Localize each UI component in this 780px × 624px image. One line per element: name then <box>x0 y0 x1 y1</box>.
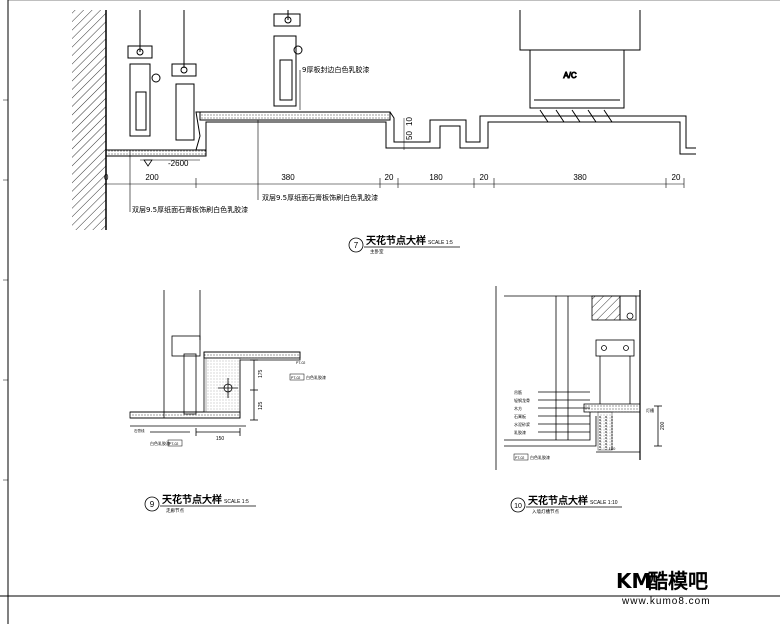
svg-text:灯槽: 灯槽 <box>646 407 654 413</box>
dim-380a: 380 <box>281 173 295 182</box>
svg-text:天花节点大样: 天花节点大样 <box>528 494 588 507</box>
note-3: 双层9.5厚纸面石膏板饰刷白色乳胶漆 <box>132 205 248 214</box>
dim-20c: 20 <box>672 173 681 182</box>
svg-text:PT-02: PT-02 <box>291 376 300 380</box>
detail-10-title: 10 天花节点大样 SCALE 1:10 入墙灯槽节点 <box>510 494 622 515</box>
detail-10: 吊筋 轻钢龙骨 木方 石膏板 水泥砂浆 乳胶漆 200 100 PT-02 白色… <box>495 286 666 515</box>
detail-7: A/C -2600 9厚板封边白色乳胶漆 双层9.5厚纸面石膏板饰刷白色乳胶漆 … <box>72 10 696 255</box>
svg-text:乳胶漆: 乳胶漆 <box>514 429 526 435</box>
zero-mark: 0 <box>104 173 109 182</box>
detail-title: 天花节点大样 <box>366 234 426 247</box>
detail-7-title: 7 天花节点大样 SCALE 1:5 主卧室 <box>348 234 460 255</box>
svg-text:吊筋: 吊筋 <box>514 389 522 395</box>
keel-brackets <box>129 35 303 141</box>
detail-10-labels: 吊筋 轻钢龙骨 木方 石膏板 水泥砂浆 乳胶漆 200 100 PT-02 白色… <box>513 389 666 461</box>
watermark: KM 酷模吧 www.kumo8.com <box>616 569 711 607</box>
ac-label: A/C <box>563 71 577 80</box>
vertical-dimension: 50 10 <box>403 117 414 150</box>
svg-text:轻钢龙骨: 轻钢龙骨 <box>514 397 530 403</box>
dim-380b: 380 <box>573 173 587 182</box>
wall-hatch <box>72 10 106 230</box>
svg-text:白色乳胶漆: 白色乳胶漆 <box>150 440 170 446</box>
dim-200: 200 <box>145 173 159 182</box>
dim-20b: 20 <box>480 173 489 182</box>
svg-text:SCALE 1:5: SCALE 1:5 <box>224 499 249 505</box>
ac-unit: A/C <box>519 10 641 123</box>
svg-text:PT-02: PT-02 <box>169 442 178 446</box>
detail-subtitle: 主卧室 <box>370 248 384 255</box>
elevation-label: -2600 <box>168 159 189 168</box>
svg-text:石膏线: 石膏线 <box>134 428 145 433</box>
svg-text:白色乳胶漆: 白色乳胶漆 <box>530 454 550 460</box>
detail-scale: SCALE 1:5 <box>428 240 453 246</box>
svg-text:白色乳胶漆: 白色乳胶漆 <box>306 374 326 380</box>
svg-text:天花节点大样: 天花节点大样 <box>162 493 222 506</box>
svg-text:150: 150 <box>216 436 225 442</box>
note-leaders <box>129 70 301 212</box>
svg-text:9: 9 <box>150 500 155 509</box>
watermark-brand: 酷模吧 <box>648 569 708 593</box>
detail-9: 175 125 150 PT-02 白色乳胶漆 PT-02 白色乳胶漆 PT-0… <box>129 290 326 514</box>
svg-text:PT-02: PT-02 <box>296 361 305 365</box>
svg-text:木方: 木方 <box>514 405 522 411</box>
svg-text:PT-02: PT-02 <box>515 456 524 460</box>
svg-text:走廊节点: 走廊节点 <box>166 507 184 514</box>
dimension-line <box>104 178 685 188</box>
detail-9-title: 9 天花节点大样 SCALE 1:5 走廊节点 <box>144 493 256 514</box>
dim-20a: 20 <box>385 173 394 182</box>
svg-text:入墙灯槽节点: 入墙灯槽节点 <box>532 508 559 515</box>
note-2: 双层9.5厚纸面石膏板饰刷白色乳胶漆 <box>262 193 378 202</box>
svg-text:125: 125 <box>258 401 264 410</box>
svg-text:175: 175 <box>258 369 264 378</box>
svg-text:石膏板: 石膏板 <box>514 413 526 419</box>
svg-text:10: 10 <box>514 503 522 510</box>
svg-text:水泥砂浆: 水泥砂浆 <box>514 421 530 427</box>
detail-number: 7 <box>354 241 359 250</box>
svg-text:SCALE 1:10: SCALE 1:10 <box>590 500 618 506</box>
dim-180: 180 <box>429 173 443 182</box>
watermark-logo: KM <box>616 569 651 593</box>
hanger-rods <box>127 10 301 77</box>
ceiling-boards <box>105 111 696 157</box>
svg-text:50: 50 <box>405 131 414 140</box>
detail-10-geometry <box>495 286 662 470</box>
svg-text:200: 200 <box>660 421 666 430</box>
note-1: 9厚板封边白色乳胶漆 <box>302 65 369 74</box>
svg-text:10: 10 <box>405 117 414 126</box>
svg-text:100: 100 <box>609 446 616 451</box>
detail-9-tags: PT-02 白色乳胶漆 PT-02 白色乳胶漆 PT-02 石膏线 <box>134 361 326 447</box>
watermark-url: www.kumo8.com <box>621 596 711 607</box>
elevation-mark: -2600 <box>140 159 200 168</box>
detail-9-geometry <box>129 290 301 436</box>
